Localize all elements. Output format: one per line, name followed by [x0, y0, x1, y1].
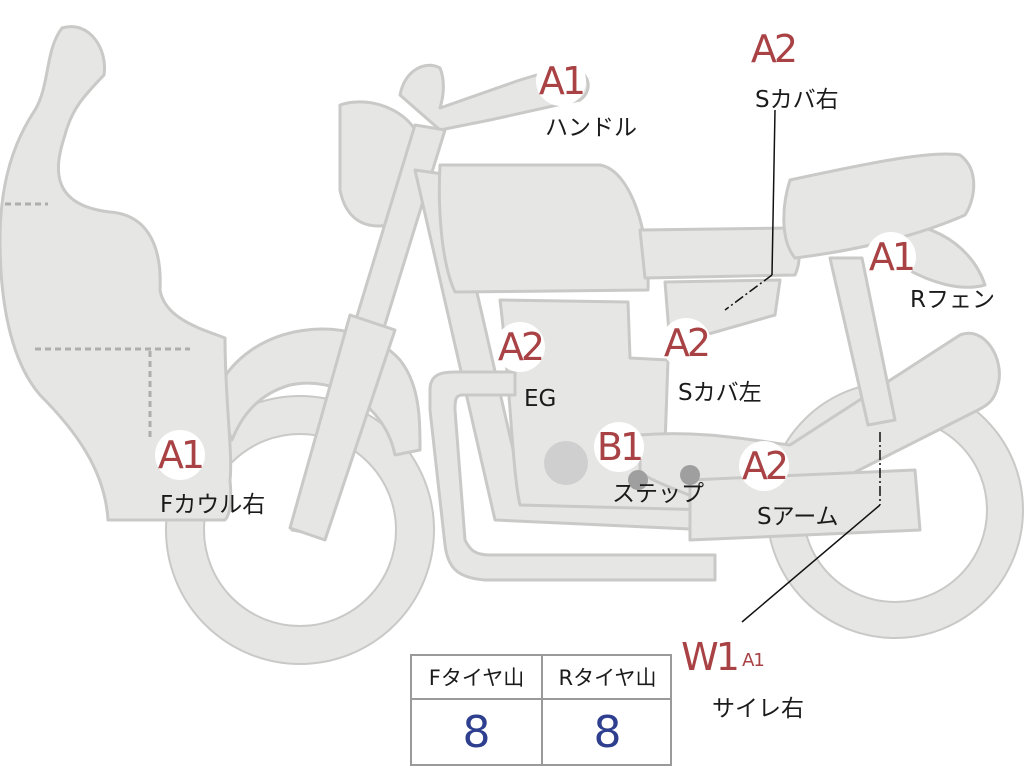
rear-fender-code: A1: [866, 232, 916, 282]
handle-code: A1: [536, 56, 586, 106]
seat: [782, 152, 976, 260]
rear-tire-column: Rタイヤ山 8: [543, 656, 672, 764]
front-tire-value: 8: [462, 706, 491, 758]
front-tire-column: Fタイヤ山 8: [412, 656, 543, 764]
front-cowl: [0, 25, 233, 522]
tire-tread-table: Fタイヤ山 8 Rタイヤ山 8: [410, 654, 672, 766]
side-cover-right-label: Sカバ右: [755, 87, 839, 113]
engine-label: EG: [524, 386, 557, 412]
side-cover-left-code: A2: [661, 318, 711, 368]
fuel-tank: [437, 163, 650, 294]
step-code: B1: [594, 422, 644, 472]
front-cowl-right-label: Fカウル右: [160, 492, 266, 518]
silencer-right-code-secondary: A1: [740, 648, 766, 674]
front-cowl-right-code: A1: [155, 430, 205, 480]
rear-fender-label: Rフェン: [910, 287, 995, 313]
handle-label: ハンドル: [545, 115, 637, 141]
front-tire-header: Fタイヤ山: [412, 656, 541, 700]
side-cover-left-label: Sカバ左: [678, 380, 762, 406]
leader-side-cover-right: [771, 109, 776, 276]
swing-arm-code: A2: [739, 441, 789, 491]
engine-code: A2: [495, 322, 545, 372]
front-wheel: [166, 396, 434, 664]
step-label: ステップ: [612, 481, 704, 507]
rear-tire-header: Rタイヤ山: [543, 656, 672, 700]
side-cover-right-code: A2: [748, 24, 798, 74]
swing-arm-shape: [638, 331, 1001, 507]
silencer-right-label: サイレ右: [712, 696, 804, 722]
silencer-right-code: W1: [681, 632, 740, 682]
swing-arm-label: Sアーム: [757, 504, 839, 530]
exhaust-pipe: [428, 370, 717, 582]
rear-tire-value: 8: [593, 706, 622, 758]
